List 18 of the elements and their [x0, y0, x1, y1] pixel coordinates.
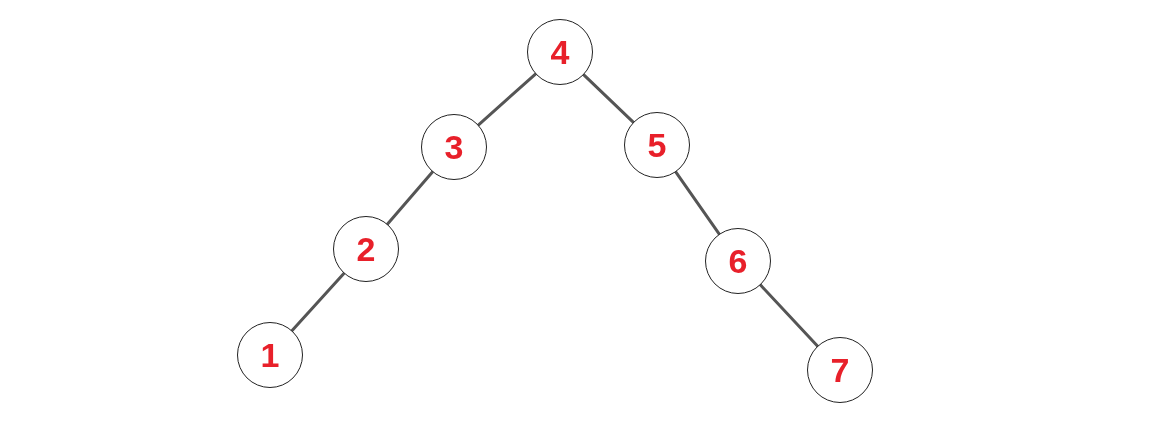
node-number: 1 [260, 338, 280, 372]
tree-edge [477, 72, 537, 127]
tree-edge [582, 73, 635, 124]
node-number: 4 [550, 35, 570, 69]
tree-node-circle [527, 19, 593, 85]
tree-edge [674, 170, 721, 236]
node-number: 5 [647, 128, 667, 162]
tree-node-circle [333, 216, 399, 282]
tree-edge [290, 271, 346, 333]
tree-node-circle [705, 228, 771, 294]
node-number: 7 [830, 353, 850, 387]
tree-edge [386, 170, 434, 226]
node-number: 3 [444, 130, 464, 164]
node-number: 2 [356, 232, 376, 266]
tree-node-circle [421, 114, 487, 180]
node-number: 6 [728, 244, 748, 278]
tree-edge [759, 283, 819, 348]
tree-node-circle [624, 112, 690, 178]
